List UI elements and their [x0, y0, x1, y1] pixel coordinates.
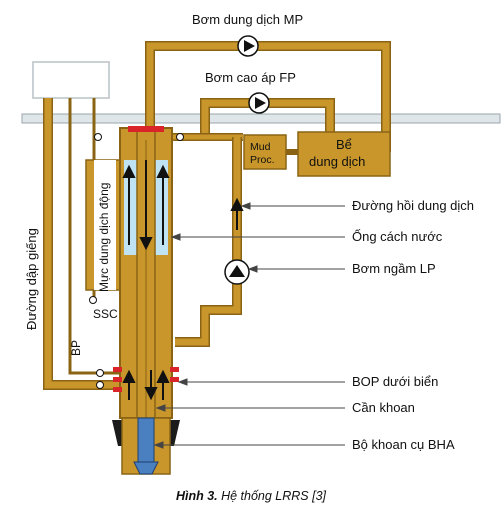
leader-lines [153, 202, 345, 449]
bp-label: BP [69, 340, 83, 356]
flow-arrows [122, 160, 244, 401]
mud-level-label: Mực dung dịch động [97, 183, 111, 292]
fp-pump-label: Bơm cao áp FP [205, 70, 296, 85]
tank-label-2: dung dịch [309, 154, 365, 169]
derrick-box [32, 61, 110, 99]
lp-pump-label: Bơm ngầm LP [352, 261, 436, 276]
lp-pump-icon [224, 259, 250, 285]
return-line-label: Đường hồi dung dịch [352, 198, 474, 213]
bha-label: Bộ khoan cụ BHA [352, 437, 455, 452]
mud-proc-label-2: Proc. [250, 154, 275, 166]
kill-line-label: Đường dập giếng [24, 228, 39, 330]
mp-pump-label: Bơm dung dịch MP [192, 12, 303, 27]
drill-pipe-label: Cần khoan [352, 400, 415, 415]
bha [137, 417, 155, 463]
mp-pump-icon [237, 35, 259, 57]
mud-proc-box [243, 134, 287, 170]
riser-top-cap [128, 126, 164, 132]
caption-prefix: Hình 3. [175, 489, 218, 503]
mud-proc-label-1: Mud [250, 141, 271, 153]
subsea-bop [113, 367, 179, 392]
ssc-label: SSC [93, 307, 118, 321]
platform-deck [21, 113, 501, 124]
mud-tank [297, 131, 391, 177]
tank-label-1: Bể [336, 137, 352, 152]
caption-text: Hệ thống LRRS [3] [217, 489, 327, 503]
subsea-bop-label: BOP dưới biển [352, 374, 438, 389]
fp-pump-icon [248, 92, 270, 114]
riser-label: Ống cách nước [352, 229, 443, 244]
valve-symbols [89, 133, 184, 389]
figure-caption: Hình 3. Hệ thống LRRS [3] [0, 489, 502, 503]
